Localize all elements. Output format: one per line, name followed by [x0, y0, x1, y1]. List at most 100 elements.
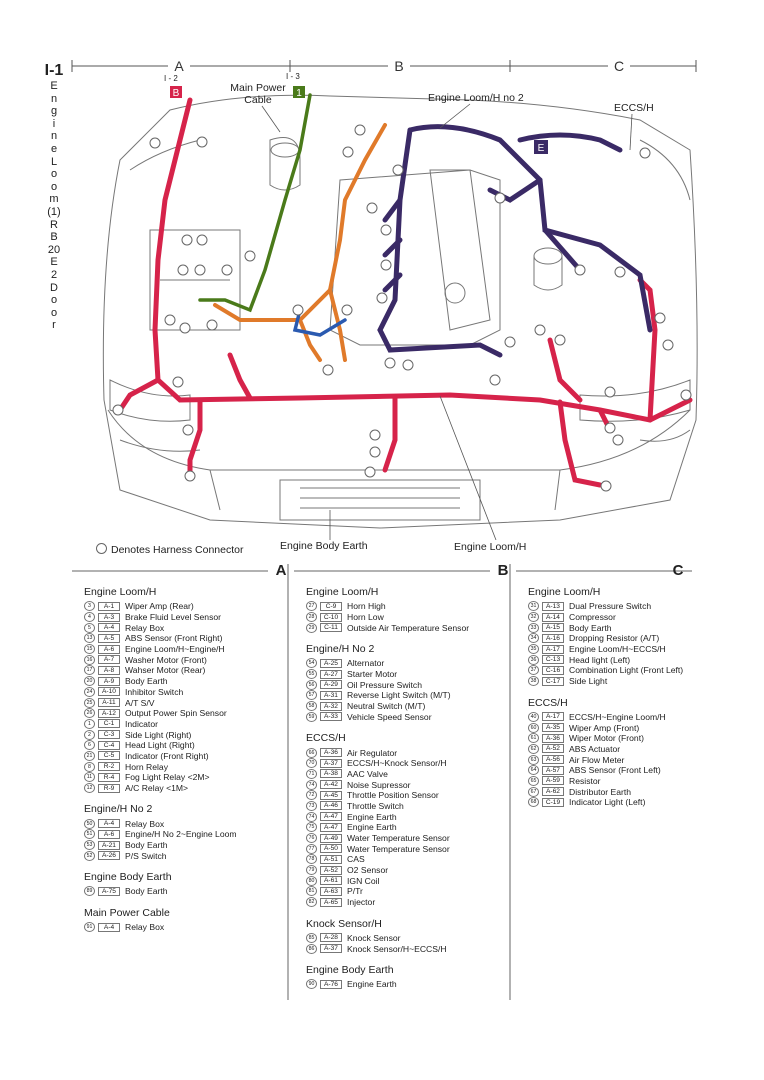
- legend-col-a-head: A: [275, 562, 287, 579]
- connector-code: C-13: [542, 655, 564, 665]
- connector-description: Starter Motor: [347, 669, 398, 680]
- harness-connectors: [112, 124, 692, 492]
- connector-code: A-17: [542, 644, 564, 654]
- connector-code: A-7: [98, 655, 120, 665]
- connector-description: Horn High: [347, 601, 386, 612]
- connector-number: 79: [306, 865, 317, 876]
- connector-code: A-51: [320, 854, 342, 864]
- connector-ring-icon: [96, 543, 107, 554]
- legend-grid: [72, 564, 692, 1000]
- connector-number: 17: [84, 665, 95, 676]
- connector-description: ECCS/H~Engine Loom/H: [569, 711, 666, 722]
- connector-number: 60: [528, 722, 539, 733]
- legend-group-title: Engine/H No 2: [306, 643, 375, 656]
- callout-leaders: [261, 103, 633, 540]
- connector-number: 5: [84, 622, 95, 633]
- legend-group-title: Engine Loom/H: [306, 586, 379, 598]
- side-title-char: R: [50, 218, 58, 231]
- connector-description: Relay Box: [125, 622, 165, 633]
- connector-number: 28: [306, 612, 317, 623]
- connector-code: A-31: [320, 690, 342, 700]
- connector-code: R-2: [98, 762, 120, 772]
- connector-code: A-29: [320, 680, 342, 690]
- connector-description: Dual Pressure Switch: [569, 601, 652, 612]
- connector-code: A-61: [320, 876, 342, 886]
- connector-description: Wiper Motor (Front): [569, 733, 644, 744]
- connector-description: Inhibitor Switch: [125, 686, 184, 697]
- connector-description: Throttle Switch: [347, 800, 404, 811]
- connector-code: A-59: [542, 776, 564, 786]
- connector-code: A-35: [542, 723, 564, 733]
- connector-code: A-25: [320, 658, 342, 668]
- eccs-h-label: ECCS/H: [614, 102, 654, 114]
- side-title-char: 2: [50, 268, 58, 281]
- connector-description: Horn Relay: [125, 761, 168, 772]
- connector-number: 37: [528, 665, 539, 676]
- connector-number: 32: [528, 612, 539, 623]
- connector-code: A-6: [98, 644, 120, 654]
- connector-description: Engine Earth: [347, 822, 397, 833]
- zone-a-label: A: [174, 58, 184, 74]
- connector-number: 25: [84, 697, 95, 708]
- connector-number: 65: [528, 775, 539, 786]
- legend-group-title: Main Power Cable: [84, 906, 170, 919]
- side-title-char: g: [50, 105, 58, 118]
- connector-number: 8: [84, 761, 95, 772]
- connector-description: Throttle Position Sensor: [347, 790, 439, 801]
- connector-description: Engine Earth: [347, 979, 397, 990]
- car-body-outline: [102, 94, 698, 529]
- connector-code: C-11: [320, 623, 342, 633]
- connector-code: A-21: [98, 840, 120, 850]
- connector-code: A-50: [320, 844, 342, 854]
- connector-code: A-37: [320, 944, 342, 954]
- connector-description: P/S Switch: [125, 850, 167, 861]
- connector-description: Distributor Earth: [569, 786, 632, 797]
- side-title-char: D: [50, 281, 58, 294]
- connector-number: 38: [528, 676, 539, 687]
- side-title-code: I-1: [44, 62, 64, 79]
- connector-description: AAC Valve: [347, 768, 388, 779]
- connector-code: A-4: [98, 623, 120, 633]
- connector-number: 16: [84, 654, 95, 665]
- connector-code: A-65: [320, 897, 342, 907]
- connector-code: A-63: [320, 886, 342, 896]
- connector-description: Compressor: [569, 612, 616, 623]
- svg-text:B: B: [173, 88, 180, 99]
- connector-description: ECCS/H~Knock Sensor/H: [347, 758, 447, 769]
- ref-box-b: [170, 86, 182, 98]
- connector-number: 52: [84, 850, 95, 861]
- side-title-char: 20: [47, 243, 61, 256]
- connector-number: 58: [306, 701, 317, 712]
- connector-number: 91: [84, 922, 95, 933]
- connector-number: 20: [84, 676, 95, 687]
- connector-code: A-36: [320, 748, 342, 758]
- connector-code: C-19: [542, 797, 564, 807]
- connector-description: Water Temperature Sensor: [347, 833, 450, 844]
- connector-description: IGN Coil: [347, 875, 380, 886]
- side-title-char: o: [50, 168, 58, 181]
- connector-description: Wiper Amp (Rear): [125, 601, 194, 612]
- connector-description: O2 Sensor: [347, 865, 389, 876]
